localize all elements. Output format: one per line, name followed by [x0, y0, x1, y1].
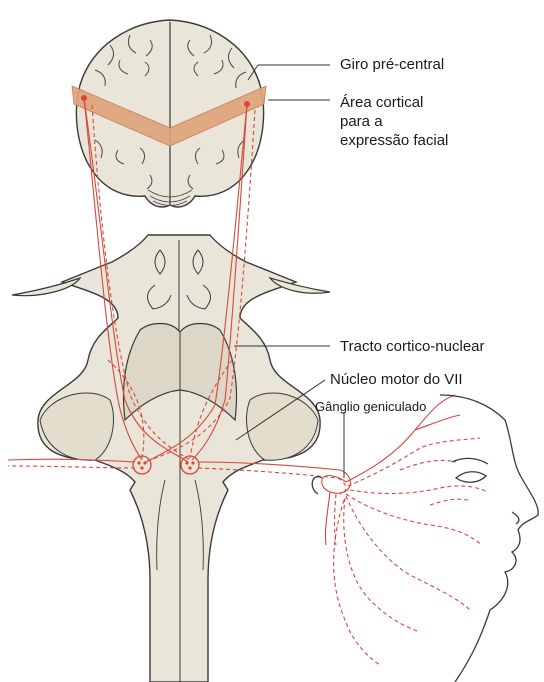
branch-zygomatic [350, 486, 488, 494]
brain [72, 20, 266, 207]
label-area-cortical-line2: para a [340, 112, 383, 131]
nostril [512, 512, 519, 524]
label-giro-precentral: Giro pré-central [340, 55, 444, 74]
eye [456, 472, 486, 483]
label-tracto-cortico-nuclear: Tracto cortico-nuclear [340, 337, 485, 356]
brainstem [12, 235, 330, 682]
branch-buccal [346, 494, 482, 545]
label-area-cortical-line1: Área cortical [340, 93, 423, 112]
eyebrow [452, 458, 488, 464]
face-outline [440, 395, 538, 682]
label-ganglio-geniculado: Gânglio geniculado [315, 399, 426, 415]
branch-mandibular [344, 498, 420, 632]
label-nucleo-motor: Núcleo motor do VII [330, 370, 463, 389]
face-profile [312, 395, 538, 682]
right-peduncle-flap [270, 278, 330, 293]
ear [312, 477, 322, 494]
label-area-cortical-line3: expressão facial [340, 131, 448, 150]
